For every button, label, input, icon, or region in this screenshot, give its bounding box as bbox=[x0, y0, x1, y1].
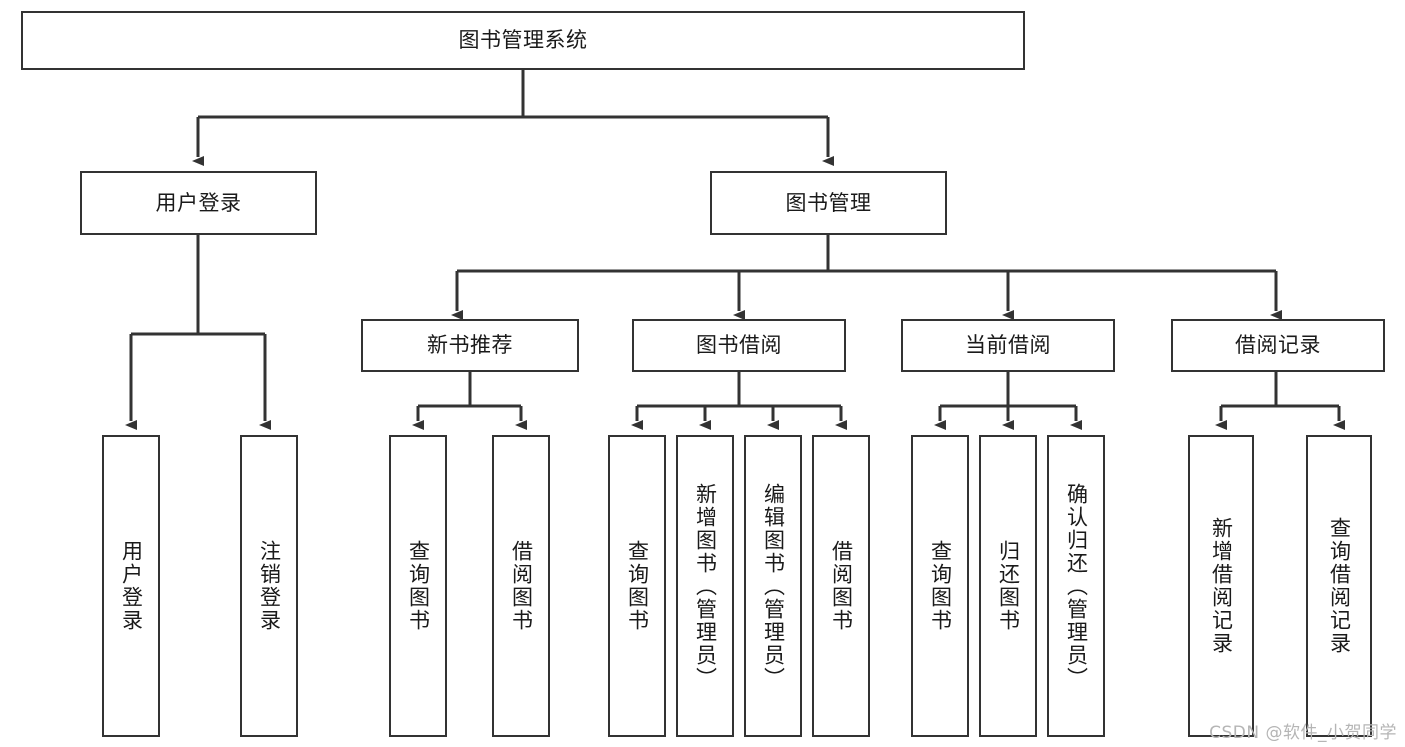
node-label: 新增借阅记录 bbox=[1209, 517, 1234, 655]
node-label: 查询图书 bbox=[406, 540, 431, 632]
node-root-book-management-system[interactable]: 图书管理系统 bbox=[21, 11, 1025, 70]
node-label: 归还图书 bbox=[996, 540, 1021, 632]
node-label: 新书推荐 bbox=[427, 333, 513, 358]
node-book-borrow[interactable]: 图书借阅 bbox=[632, 319, 846, 372]
node-label: 查询借阅记录 bbox=[1327, 517, 1352, 655]
node-new-book-recommendation[interactable]: 新书推荐 bbox=[361, 319, 579, 372]
node-label: 用户登录 bbox=[119, 540, 144, 632]
node-leaf-query-book-recommendation[interactable]: 查询图书 bbox=[389, 435, 447, 737]
node-label: 查询图书 bbox=[928, 540, 953, 632]
node-leaf-edit-book-admin[interactable]: 编辑图书（管理员） bbox=[744, 435, 802, 737]
node-current-borrow[interactable]: 当前借阅 bbox=[901, 319, 1115, 372]
node-leaf-return-book[interactable]: 归还图书 bbox=[979, 435, 1037, 737]
node-leaf-add-borrow-record[interactable]: 新增借阅记录 bbox=[1188, 435, 1254, 737]
csdn-watermark: CSDN @软件_小贺同学 bbox=[1209, 723, 1397, 743]
node-leaf-query-borrow-record[interactable]: 查询借阅记录 bbox=[1306, 435, 1372, 737]
node-label: 借阅图书 bbox=[509, 540, 534, 632]
node-label: 编辑图书（管理员） bbox=[761, 482, 786, 690]
node-label: 图书管理 bbox=[785, 190, 872, 215]
node-leaf-query-book-borrow[interactable]: 查询图书 bbox=[608, 435, 666, 737]
node-user-login[interactable]: 用户登录 bbox=[80, 171, 317, 235]
node-leaf-confirm-return-admin[interactable]: 确认归还（管理员） bbox=[1047, 435, 1105, 737]
node-leaf-user-login[interactable]: 用户登录 bbox=[102, 435, 160, 737]
node-label: 当前借阅 bbox=[965, 333, 1051, 358]
node-book-management[interactable]: 图书管理 bbox=[710, 171, 947, 235]
node-leaf-logout[interactable]: 注销登录 bbox=[240, 435, 298, 737]
node-label: 注销登录 bbox=[257, 540, 282, 632]
node-borrow-record[interactable]: 借阅记录 bbox=[1171, 319, 1385, 372]
node-leaf-borrow-book-recommendation[interactable]: 借阅图书 bbox=[492, 435, 550, 737]
node-leaf-borrow-book[interactable]: 借阅图书 bbox=[812, 435, 870, 737]
node-leaf-add-book-admin[interactable]: 新增图书（管理员） bbox=[676, 435, 734, 737]
node-label: 新增图书（管理员） bbox=[693, 482, 718, 690]
node-leaf-query-book-current[interactable]: 查询图书 bbox=[911, 435, 969, 737]
node-label: 用户登录 bbox=[155, 190, 242, 215]
node-label: 图书借阅 bbox=[696, 333, 782, 358]
node-label: 图书管理系统 bbox=[458, 28, 588, 53]
node-label: 借阅图书 bbox=[829, 540, 854, 632]
node-label: 借阅记录 bbox=[1235, 333, 1321, 358]
node-label: 确认归还（管理员） bbox=[1064, 482, 1089, 690]
node-label: 查询图书 bbox=[625, 540, 650, 632]
